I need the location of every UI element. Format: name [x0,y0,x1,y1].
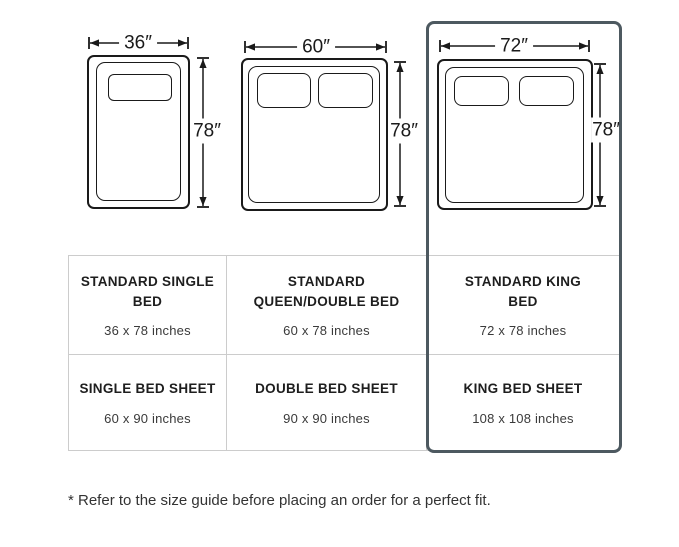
cell-title: SINGLE BED SHEET [79,379,215,399]
cell-size: 36 x 78 inches [104,323,191,339]
width-label-queen: 60″ [297,37,335,57]
table-cell-standard-king-bed: STANDARD KING BED 72 x 78 inches [427,256,619,355]
cell-title: STANDARD SINGLE BED [81,272,214,313]
title-line: STANDARD KING [464,273,582,289]
title-line: BED [508,294,538,309]
height-label-king: 78″ [591,117,621,143]
cell-size: 108 x 108 inches [472,410,574,426]
cell-title: STANDARD QUEEN/DOUBLE BED [254,272,400,313]
table-cell-standard-queen-double-bed: STANDARD QUEEN/DOUBLE BED 60 x 78 inches [227,256,427,355]
table-cell-double-bed-sheet: DOUBLE BED SHEET 90 x 90 inches [227,355,427,450]
pillow [257,73,311,108]
cell-title: STANDARD KING BED [465,272,581,313]
table-cell-single-bed-sheet: SINGLE BED SHEET 60 x 90 inches [69,355,227,450]
title-line: DOUBLE BED SHEET [255,381,398,397]
height-label-single: 78″ [192,118,222,144]
table-cell-standard-single-bed: STANDARD SINGLE BED 36 x 78 inches [69,256,227,355]
cell-size: 60 x 90 inches [104,410,191,426]
height-label-queen: 78″ [389,118,419,144]
title-line: QUEEN/DOUBLE BED [253,294,400,309]
pillow [318,73,373,108]
pillow [108,74,172,101]
cell-title: KING BED SHEET [464,379,583,399]
title-line: SINGLE BED SHEET [79,381,216,397]
width-label-single: 36″ [119,33,157,53]
title-line: KING BED SHEET [463,381,583,397]
size-guide-footnote: * Refer to the size guide before placing… [68,492,491,509]
cell-size: 60 x 78 inches [283,323,370,339]
cell-size: 90 x 90 inches [283,410,370,426]
cell-size: 72 x 78 inches [479,323,567,339]
title-line: STANDARD [287,273,366,289]
cell-title: DOUBLE BED SHEET [255,379,398,399]
title-line: BED [132,294,163,309]
width-label-king: 72″ [495,36,533,56]
title-line: STANDARD SINGLE [80,273,215,289]
table-cell-king-bed-sheet: KING BED SHEET 108 x 108 inches [427,355,619,450]
pillow [454,76,509,106]
size-table: STANDARD SINGLE BED 36 x 78 inches STAND… [68,255,620,451]
pillow [519,76,574,106]
